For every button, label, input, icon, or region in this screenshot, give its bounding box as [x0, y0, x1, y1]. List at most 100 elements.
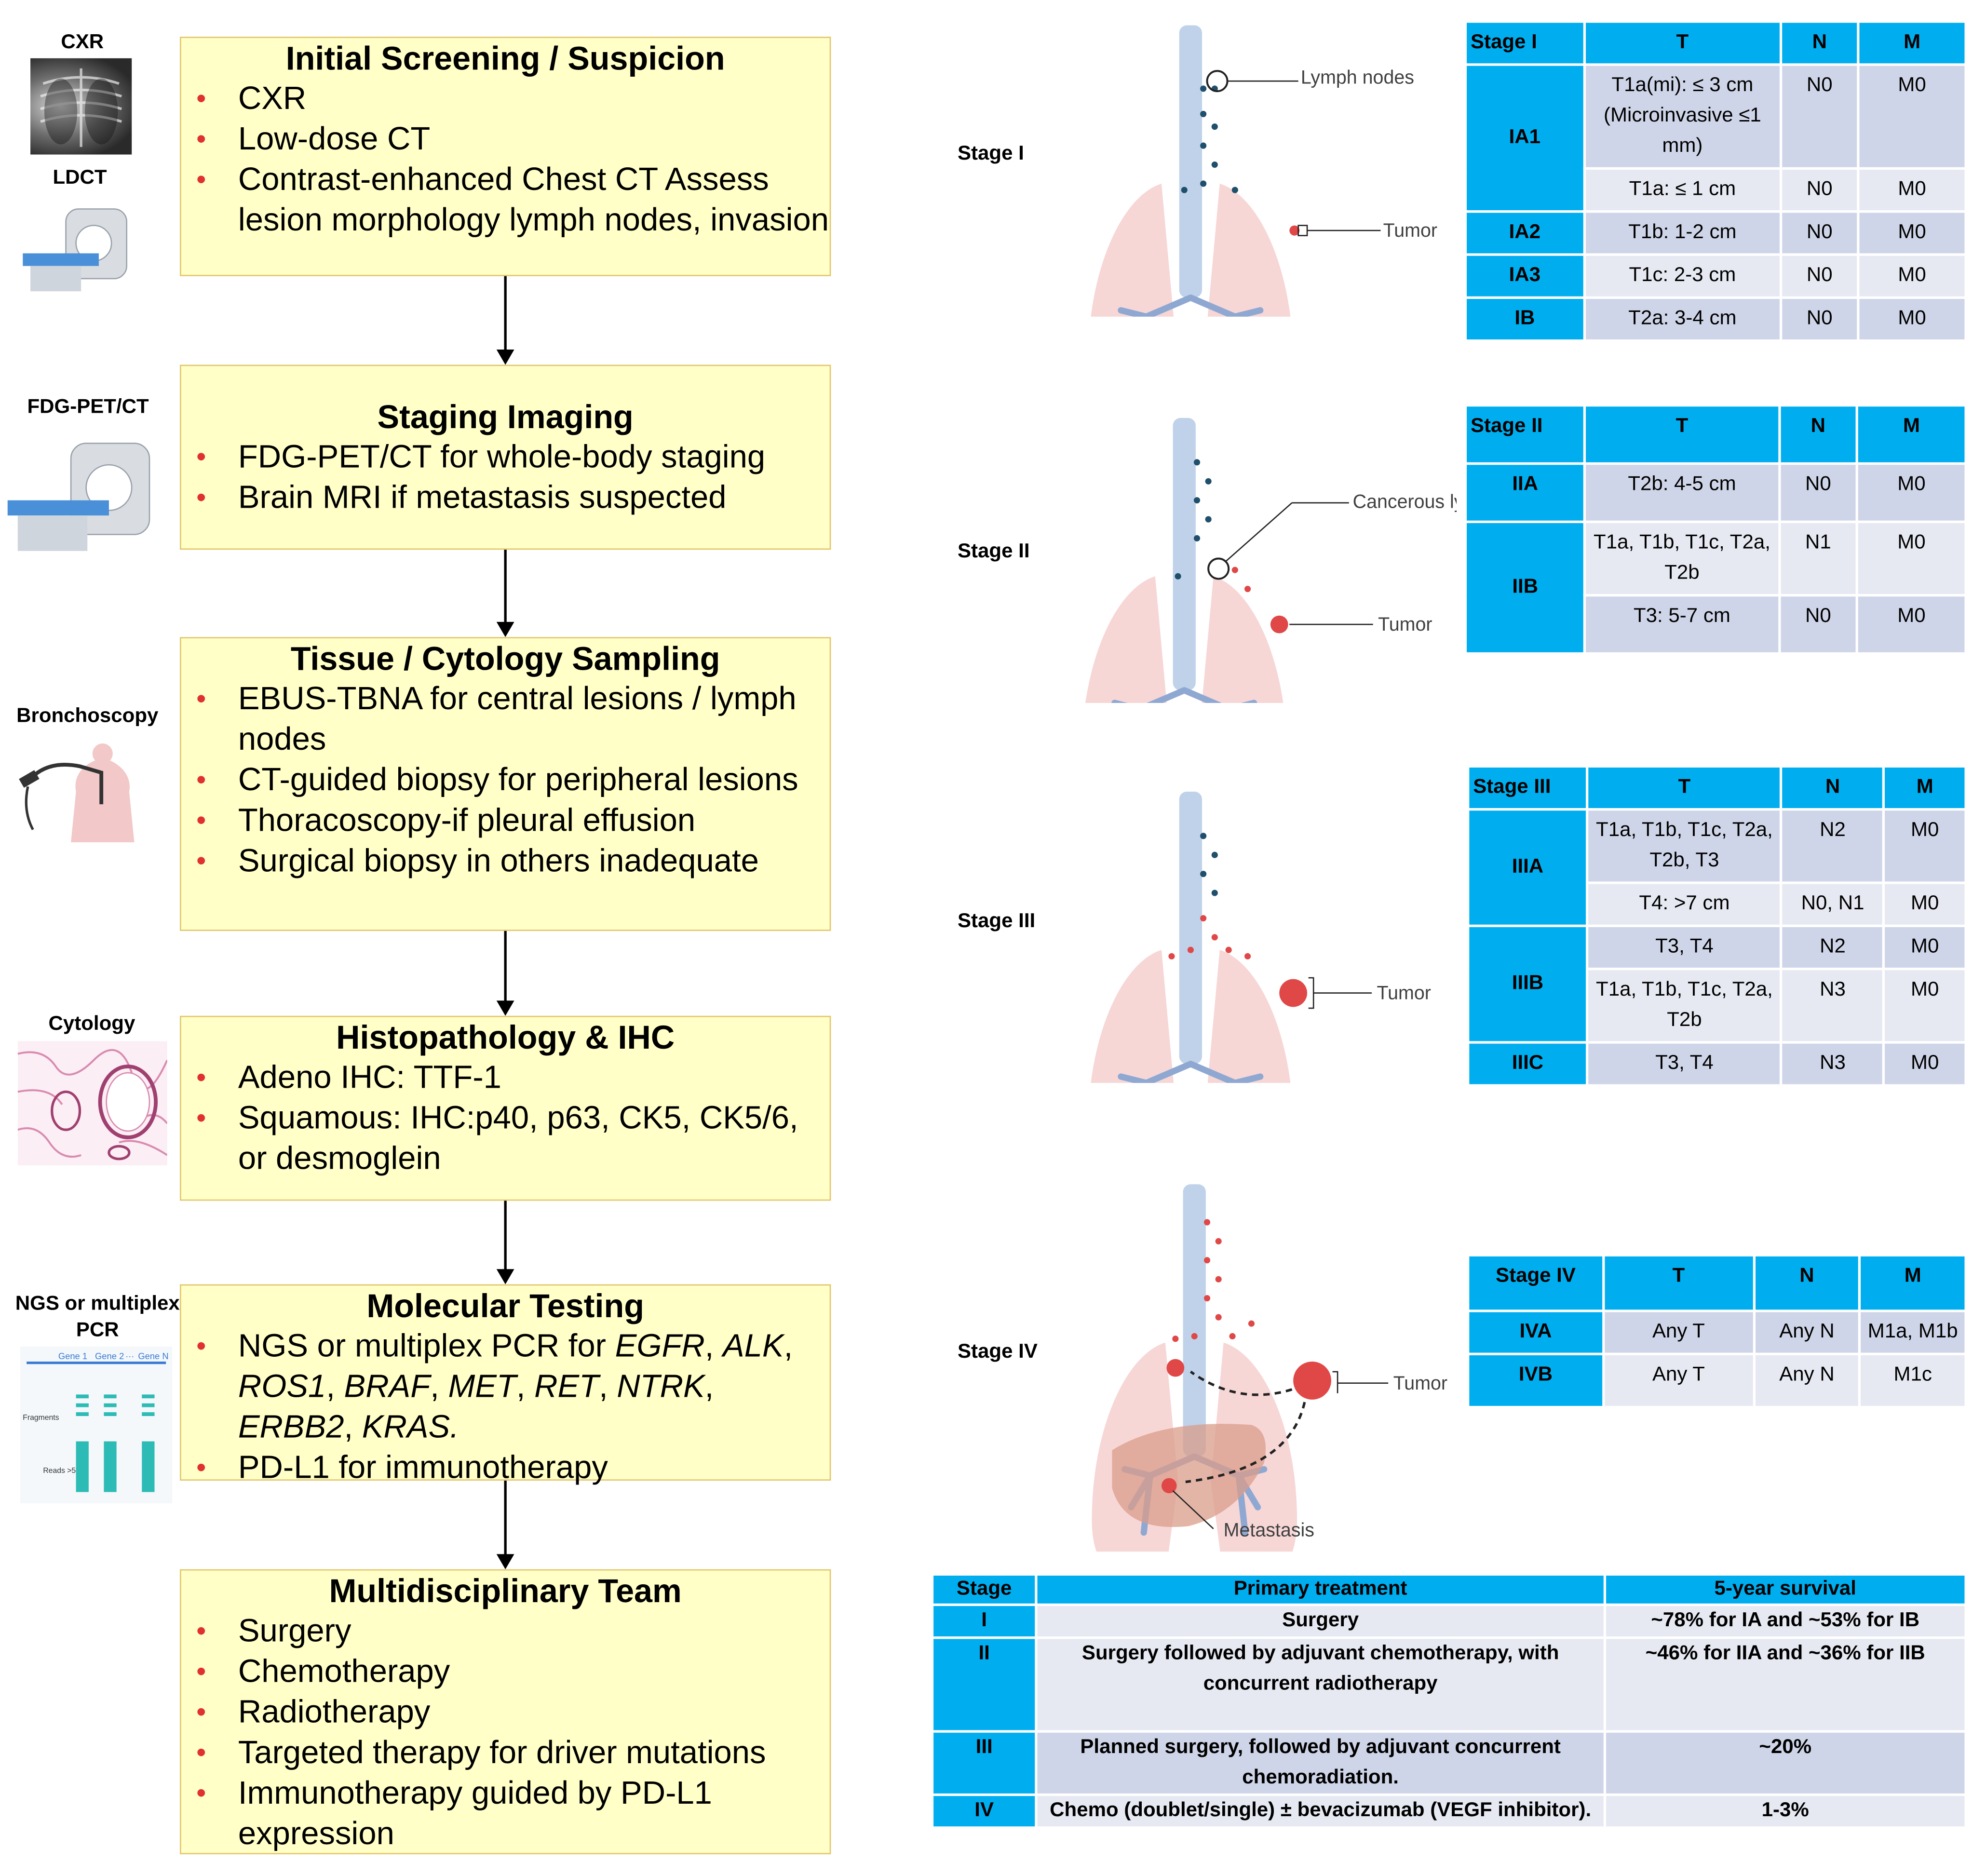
cell-n: N0, N1: [1780, 881, 1886, 927]
cell-t: T1a: ≤ 1 cm: [1582, 167, 1783, 213]
box-mdt-title: Multidisciplinary Team: [329, 1572, 682, 1610]
col-t-header: T: [1583, 404, 1781, 465]
col-m-header: M: [1858, 1254, 1967, 1312]
cell-t: T1a, T1b, T1c, T2a, T2b, T3: [1586, 808, 1783, 884]
row-stage: IA3: [1464, 253, 1585, 299]
cell-t: T1c: 2-3 cm: [1582, 253, 1783, 299]
gene-sep: ,: [516, 1369, 535, 1405]
stage-i-lung-illustration: Lymph nodes Tumor: [1083, 13, 1437, 316]
cell-t: T2b: 4-5 cm: [1583, 462, 1781, 523]
screening-item: Contrast-enhanced Chest CT Assess lesion…: [196, 160, 830, 241]
row-stage: IA1: [1464, 63, 1585, 213]
gene-sep: ,: [704, 1328, 723, 1364]
cell-t: Any T: [1602, 1309, 1756, 1355]
cell-t: T2a: 3-4 cm: [1582, 296, 1783, 342]
row-stage: IIIC: [1467, 1041, 1589, 1087]
cell-n: N0: [1779, 167, 1860, 213]
cell-survival: 1-3%: [1603, 1793, 1967, 1829]
gene-name: NTRK: [617, 1369, 705, 1405]
gene-end: .: [450, 1409, 459, 1445]
stage-i-label: Stage I: [958, 143, 1024, 165]
annot-tumor: Tumor: [1377, 983, 1431, 1004]
cell-m: M1c: [1858, 1352, 1967, 1409]
gene-name: KRAS: [362, 1409, 450, 1445]
mdt-item: Targeted therapy for driver mutations: [196, 1733, 830, 1773]
molecular-ngs-prefix: NGS or multiplex PCR for: [238, 1328, 607, 1364]
molecular-item: PD-L1 for immunotherapy: [196, 1448, 830, 1488]
cell-t: T1a, T1b, T1c, T2a, T2b: [1583, 520, 1781, 597]
gene-sep: ,: [784, 1328, 793, 1364]
col-t-header: T: [1586, 765, 1783, 811]
box-molecular: Molecular Testing NGS or multiplex PCR f…: [180, 1284, 831, 1488]
pet-scanner-icon: [7, 443, 150, 551]
cell-m: M0: [1857, 296, 1967, 342]
cell-n: N0: [1779, 296, 1860, 342]
annot-tumor: Tumor: [1378, 614, 1432, 635]
cell-t: T1b: 1-2 cm: [1582, 210, 1783, 256]
row-stage: IVA: [1467, 1309, 1605, 1355]
ngs-reads-icon: Gene 1 Gene 2 ··· Gene N Fragments Reads…: [20, 1346, 173, 1504]
cell-t: T3, T4: [1586, 924, 1783, 971]
stage-iii-lung-illustration: Tumor: [1083, 785, 1431, 1083]
row-stage: II: [931, 1636, 1038, 1733]
box-staging-title: Staging Imaging: [377, 397, 634, 436]
col-m-header: M: [1882, 765, 1967, 811]
stage-i-table-title: Stage I: [1464, 20, 1585, 66]
cell-n: N0: [1778, 462, 1859, 523]
cell-n: N0: [1779, 253, 1860, 299]
ngs-fig-gene2: Gene 2: [95, 1351, 124, 1361]
gene-sep: ,: [704, 1369, 714, 1405]
bronch-label: Bronchoscopy: [16, 705, 159, 727]
row-stage: IIIB: [1467, 924, 1589, 1044]
stage-ii-lung-illustration: Cancerous lymph nodes Tumor: [1077, 412, 1457, 703]
gene-name: RET: [534, 1369, 599, 1405]
ct-scanner-icon: [23, 208, 128, 292]
cell-n: N0: [1779, 63, 1860, 170]
ngs-fig-dots: ···: [125, 1351, 134, 1361]
box-staging: Staging Imaging FDG-PET/CT for whole-bod…: [180, 364, 831, 550]
col-n-header: N: [1778, 404, 1859, 465]
lymph-nodes-icon: [1181, 85, 1238, 193]
gene-name: EGFR: [615, 1328, 705, 1364]
ngs-fig-gene1: Gene 1: [58, 1351, 87, 1361]
cell-m: M0: [1856, 520, 1967, 597]
arrow-down: [496, 550, 514, 637]
gene-sep: ,: [599, 1369, 617, 1405]
cyto-label: Cytology: [48, 1013, 135, 1035]
cell-t: T1a(mi): ≤ 3 cm (Microinvasive ≤1 mm): [1582, 63, 1783, 170]
tumor-icon: [1289, 225, 1300, 236]
sampling-item: Thoracoscopy-if pleural effusion: [196, 800, 830, 841]
box-sampling: Tissue / Cytology Sampling EBUS-TBNA for…: [180, 637, 831, 931]
box-histo: Histopathology & IHC Adeno IHC: TTF-1 Sq…: [180, 1015, 831, 1201]
molecular-item: NGS or multiplex PCR for EGFR, ALK, ROS1…: [196, 1326, 830, 1447]
cell-survival: ~78% for IA and ~53% for IB: [1603, 1603, 1967, 1639]
screening-item: CXR: [196, 79, 830, 119]
liver-icon: [1112, 1424, 1266, 1527]
gene-name: ERBB2: [238, 1409, 344, 1445]
tumor-icon: [1270, 615, 1288, 634]
cell-n: Any N: [1753, 1352, 1861, 1409]
annot-tumor: Tumor: [1393, 1373, 1447, 1394]
arrow-down: [496, 1201, 514, 1284]
cell-m: M0: [1857, 167, 1967, 213]
ngs-fig-fragments: Fragments: [23, 1414, 59, 1422]
stage-ii-label: Stage II: [958, 540, 1030, 563]
cell-m: M0: [1882, 968, 1967, 1044]
gene-name: ROS1: [238, 1369, 326, 1405]
cell-t: T1a, T1b, T1c, T2a, T2b: [1586, 968, 1783, 1044]
mdt-item: Radiotherapy: [196, 1692, 830, 1733]
cytology-icon: [17, 1041, 167, 1165]
col-stage-header: Stage: [931, 1573, 1038, 1606]
chest-xray-icon: [40, 68, 122, 147]
stage-iv-lung-illustration: Tumor Metastasis: [1087, 1172, 1447, 1552]
annot-lymph-nodes: Lymph nodes: [1301, 67, 1414, 88]
row-stage: IIB: [1464, 520, 1586, 655]
col-survival-header: 5-year survival: [1603, 1573, 1967, 1606]
gene-sep: ,: [430, 1369, 448, 1405]
cell-n: N3: [1780, 1041, 1886, 1087]
col-m-header: M: [1857, 20, 1967, 66]
row-stage: III: [931, 1730, 1038, 1796]
cell-m: M0: [1882, 1041, 1967, 1087]
mdt-item: Chemotherapy: [196, 1652, 830, 1692]
